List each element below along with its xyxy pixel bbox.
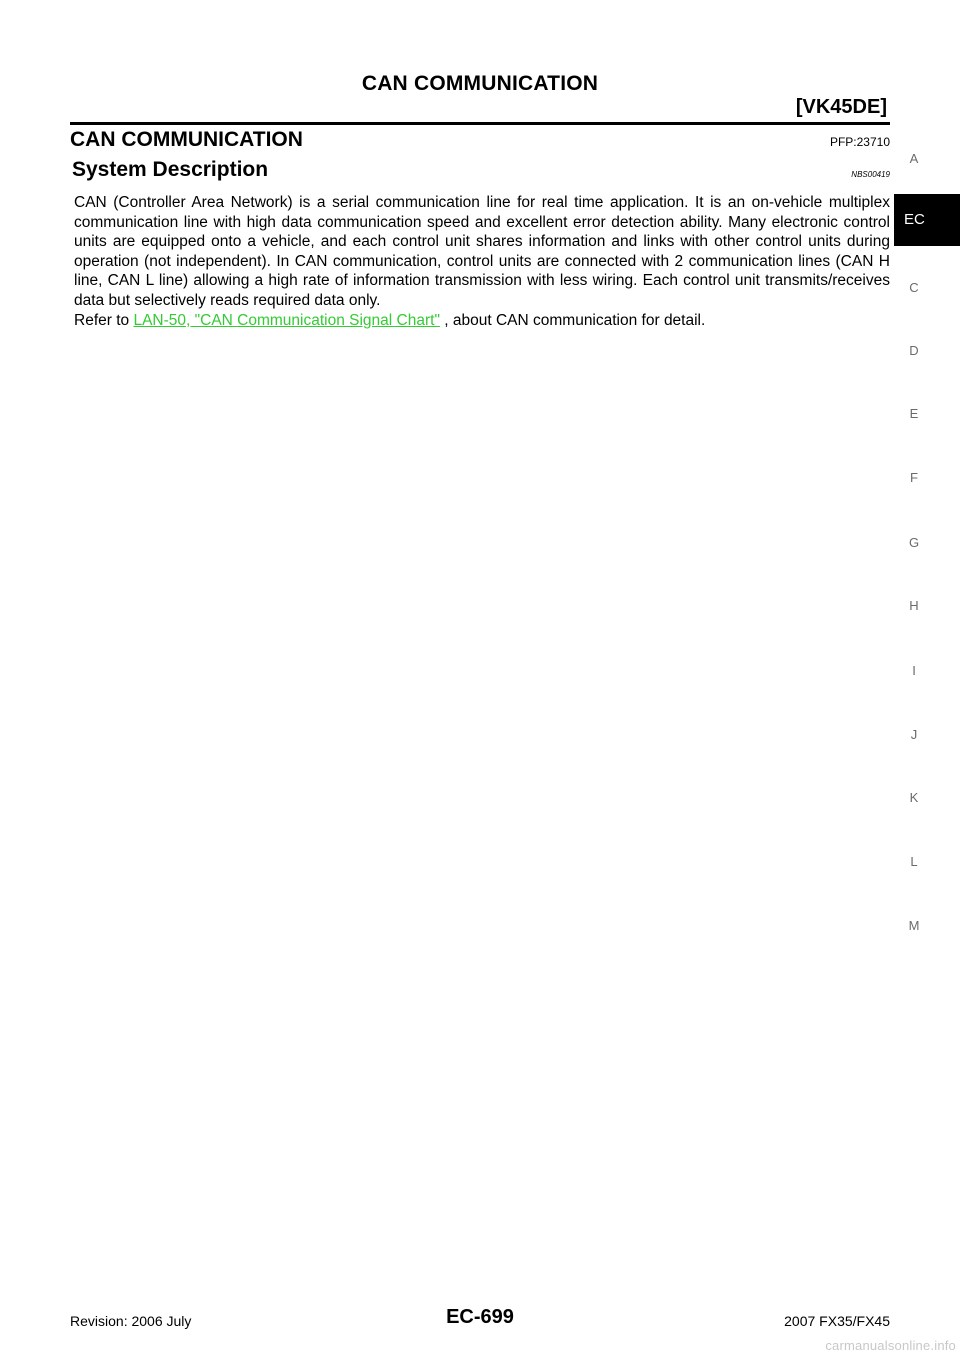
page-header-engine: [VK45DE] — [795, 96, 887, 118]
section-index-sidebar: A EC C D E F G H I J K L M — [890, 0, 960, 1358]
section-code: PFP:23710 — [829, 135, 890, 149]
refer-prefix: Refer to — [74, 311, 134, 329]
body-text: CAN (Controller Area Network) is a seria… — [74, 193, 890, 330]
index-letter-i[interactable]: I — [912, 663, 916, 678]
index-letter-l[interactable]: L — [910, 854, 918, 869]
section-title: CAN COMMUNICATION — [70, 128, 303, 151]
refer-suffix: , about CAN communication for detail. — [439, 311, 706, 329]
index-letter-h[interactable]: H — [909, 598, 919, 613]
index-letter-e[interactable]: E — [909, 406, 919, 421]
watermark: carmanualsonline.info — [825, 1338, 956, 1353]
footer-revision: Revision: 2006 July — [70, 1313, 192, 1329]
index-letter-k[interactable]: K — [909, 790, 919, 805]
footer-page-number: EC-699 — [446, 1306, 514, 1328]
index-letter-f[interactable]: F — [910, 470, 918, 485]
header-divider — [70, 122, 890, 125]
lan-50-reference-link[interactable]: LAN-50, "CAN Communication Signal Chart" — [133, 311, 440, 329]
subsection-code: NBS00419 — [851, 170, 890, 179]
refer-line: Refer to LAN-50, "CAN Communication Sign… — [74, 311, 890, 331]
footer-model: 2007 FX35/FX45 — [784, 1313, 890, 1329]
page-header-title: CAN COMMUNICATION — [361, 72, 599, 95]
subsection-title: System Description — [72, 158, 269, 181]
index-letter-c[interactable]: C — [909, 280, 919, 295]
index-letter-m[interactable]: M — [908, 918, 920, 933]
index-tab-ec-active[interactable]: EC — [894, 194, 960, 246]
index-letter-g[interactable]: G — [908, 535, 920, 550]
body-paragraph: CAN (Controller Area Network) is a seria… — [74, 194, 890, 309]
index-tab-ec-label: EC — [904, 211, 925, 228]
index-letter-j[interactable]: J — [910, 727, 918, 742]
index-letter-a[interactable]: A — [909, 151, 919, 166]
index-letter-d[interactable]: D — [909, 343, 919, 358]
